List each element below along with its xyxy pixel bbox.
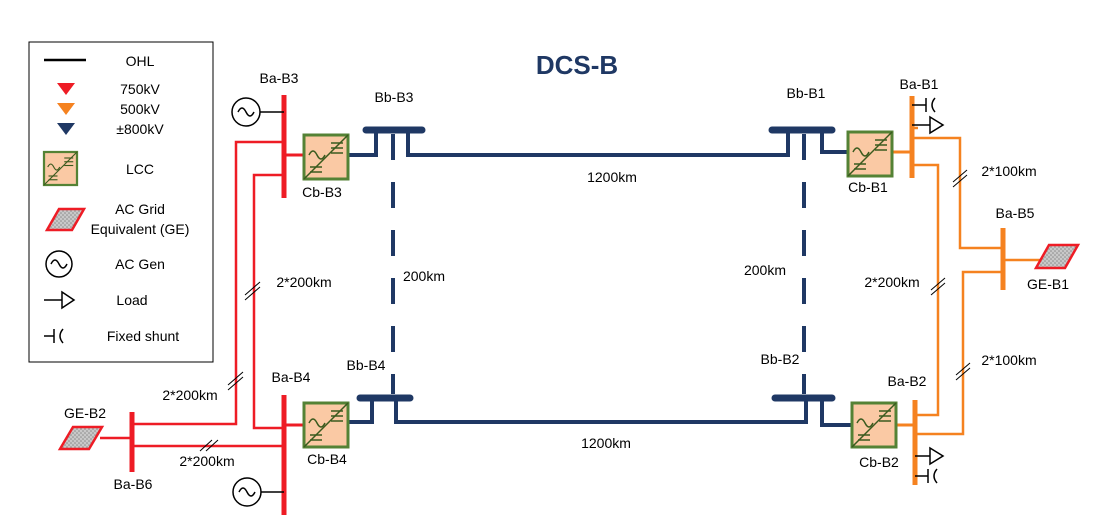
label-cb-b2: Cb-B2 <box>859 454 899 470</box>
ac-500kv-network <box>892 96 1040 485</box>
label-bb-b2: Bb-B2 <box>761 351 800 367</box>
legend-lcc: LCC <box>126 161 154 177</box>
dc-conn-cb-b4 <box>348 398 374 424</box>
label-line-b3-b6: 2*200km <box>162 387 217 403</box>
label-cb-b3: Cb-B3 <box>302 184 342 200</box>
line-b1-b5-a <box>912 136 1003 250</box>
label-line-dc-right: 200km <box>744 262 786 278</box>
dc-line-bottom <box>394 398 808 424</box>
generator-b4-icon <box>232 477 284 507</box>
converter-cb-b2 <box>850 401 898 449</box>
label-line-b1-b2: 2*200km <box>864 274 919 290</box>
dc-conn-cb-b2 <box>820 398 852 427</box>
label-ba-b3: Ba-B3 <box>260 70 299 86</box>
label-ge-b1: GE-B1 <box>1027 276 1069 292</box>
converter-cb-b3 <box>302 133 350 181</box>
legend-800kv: ±800kV <box>116 121 164 137</box>
label-bb-b3: Bb-B3 <box>375 89 414 105</box>
legend-500kv: 500kV <box>120 101 160 117</box>
legend-ac-gen: AC Gen <box>115 256 165 272</box>
triangle-800kv-icon <box>57 123 75 135</box>
fixed-shunt-icon <box>44 328 64 344</box>
line-b3-b4 <box>252 173 284 430</box>
dc-network <box>348 126 852 427</box>
fixed-shunt-b2-icon <box>915 468 938 484</box>
label-line-b3-b4: 2*200km <box>276 274 331 290</box>
diagram-title: DCS-B <box>536 50 618 80</box>
label-line-b5-b2: 2*100km <box>981 352 1036 368</box>
legend: OHL 750kV 500kV ±800kV LCC AC Grid Equiv… <box>28 41 214 363</box>
label-ba-b1: Ba-B1 <box>900 76 939 92</box>
line-b1-b2 <box>912 163 940 417</box>
label-bb-b1: Bb-B1 <box>787 85 826 101</box>
ac-gen-icon <box>45 250 73 278</box>
legend-fixed-shunt: Fixed shunt <box>107 328 179 344</box>
dc-line-top <box>406 130 790 157</box>
triangle-500kv-icon <box>57 103 75 115</box>
label-ge-b2: GE-B2 <box>64 405 106 421</box>
label-ba-b6: Ba-B6 <box>114 476 153 492</box>
load-icon <box>44 290 76 310</box>
load-b2-icon <box>915 446 945 466</box>
line-b5-b2 <box>915 270 1003 436</box>
label-line-dc-left: 200km <box>403 268 445 284</box>
label-cb-b4: Cb-B4 <box>307 451 347 467</box>
legend-ac-grid-2: Equivalent (GE) <box>91 221 190 237</box>
grid-ge-b1-icon <box>1033 243 1081 270</box>
dc-conn-cb-b1 <box>820 130 848 154</box>
grid-ge-b2-icon <box>57 425 105 451</box>
double-line-marks <box>199 169 971 452</box>
legend-750kv: 750kV <box>120 81 160 97</box>
label-cb-b1: Cb-B1 <box>848 179 888 195</box>
dc-conn-cb-b3 <box>348 130 378 157</box>
label-ba-b2: Ba-B2 <box>888 373 927 389</box>
load-b1-icon <box>912 115 945 135</box>
line-b3-b6 <box>132 140 284 426</box>
label-bb-b4: Bb-B4 <box>347 357 386 373</box>
legend-ohl: OHL <box>126 53 155 69</box>
legend-load: Load <box>116 292 147 308</box>
label-ba-b5: Ba-B5 <box>996 205 1035 221</box>
converter-cb-b1 <box>846 130 894 178</box>
fixed-shunt-b1-icon <box>912 97 936 113</box>
triangle-750kv-icon <box>57 83 75 95</box>
label-ba-b4: Ba-B4 <box>272 369 311 385</box>
label-line-dc-bottom: 1200km <box>581 435 631 451</box>
label-line-b1-b5: 2*100km <box>981 163 1036 179</box>
converter-cb-b4 <box>302 401 350 449</box>
legend-ac-grid-1: AC Grid <box>115 201 165 217</box>
generator-b3-icon <box>231 97 284 127</box>
lcc-icon <box>42 150 79 187</box>
label-line-dc-top: 1200km <box>587 169 637 185</box>
ac-grid-icon <box>44 207 87 232</box>
label-line-b4-b6: 2*200km <box>179 453 234 469</box>
